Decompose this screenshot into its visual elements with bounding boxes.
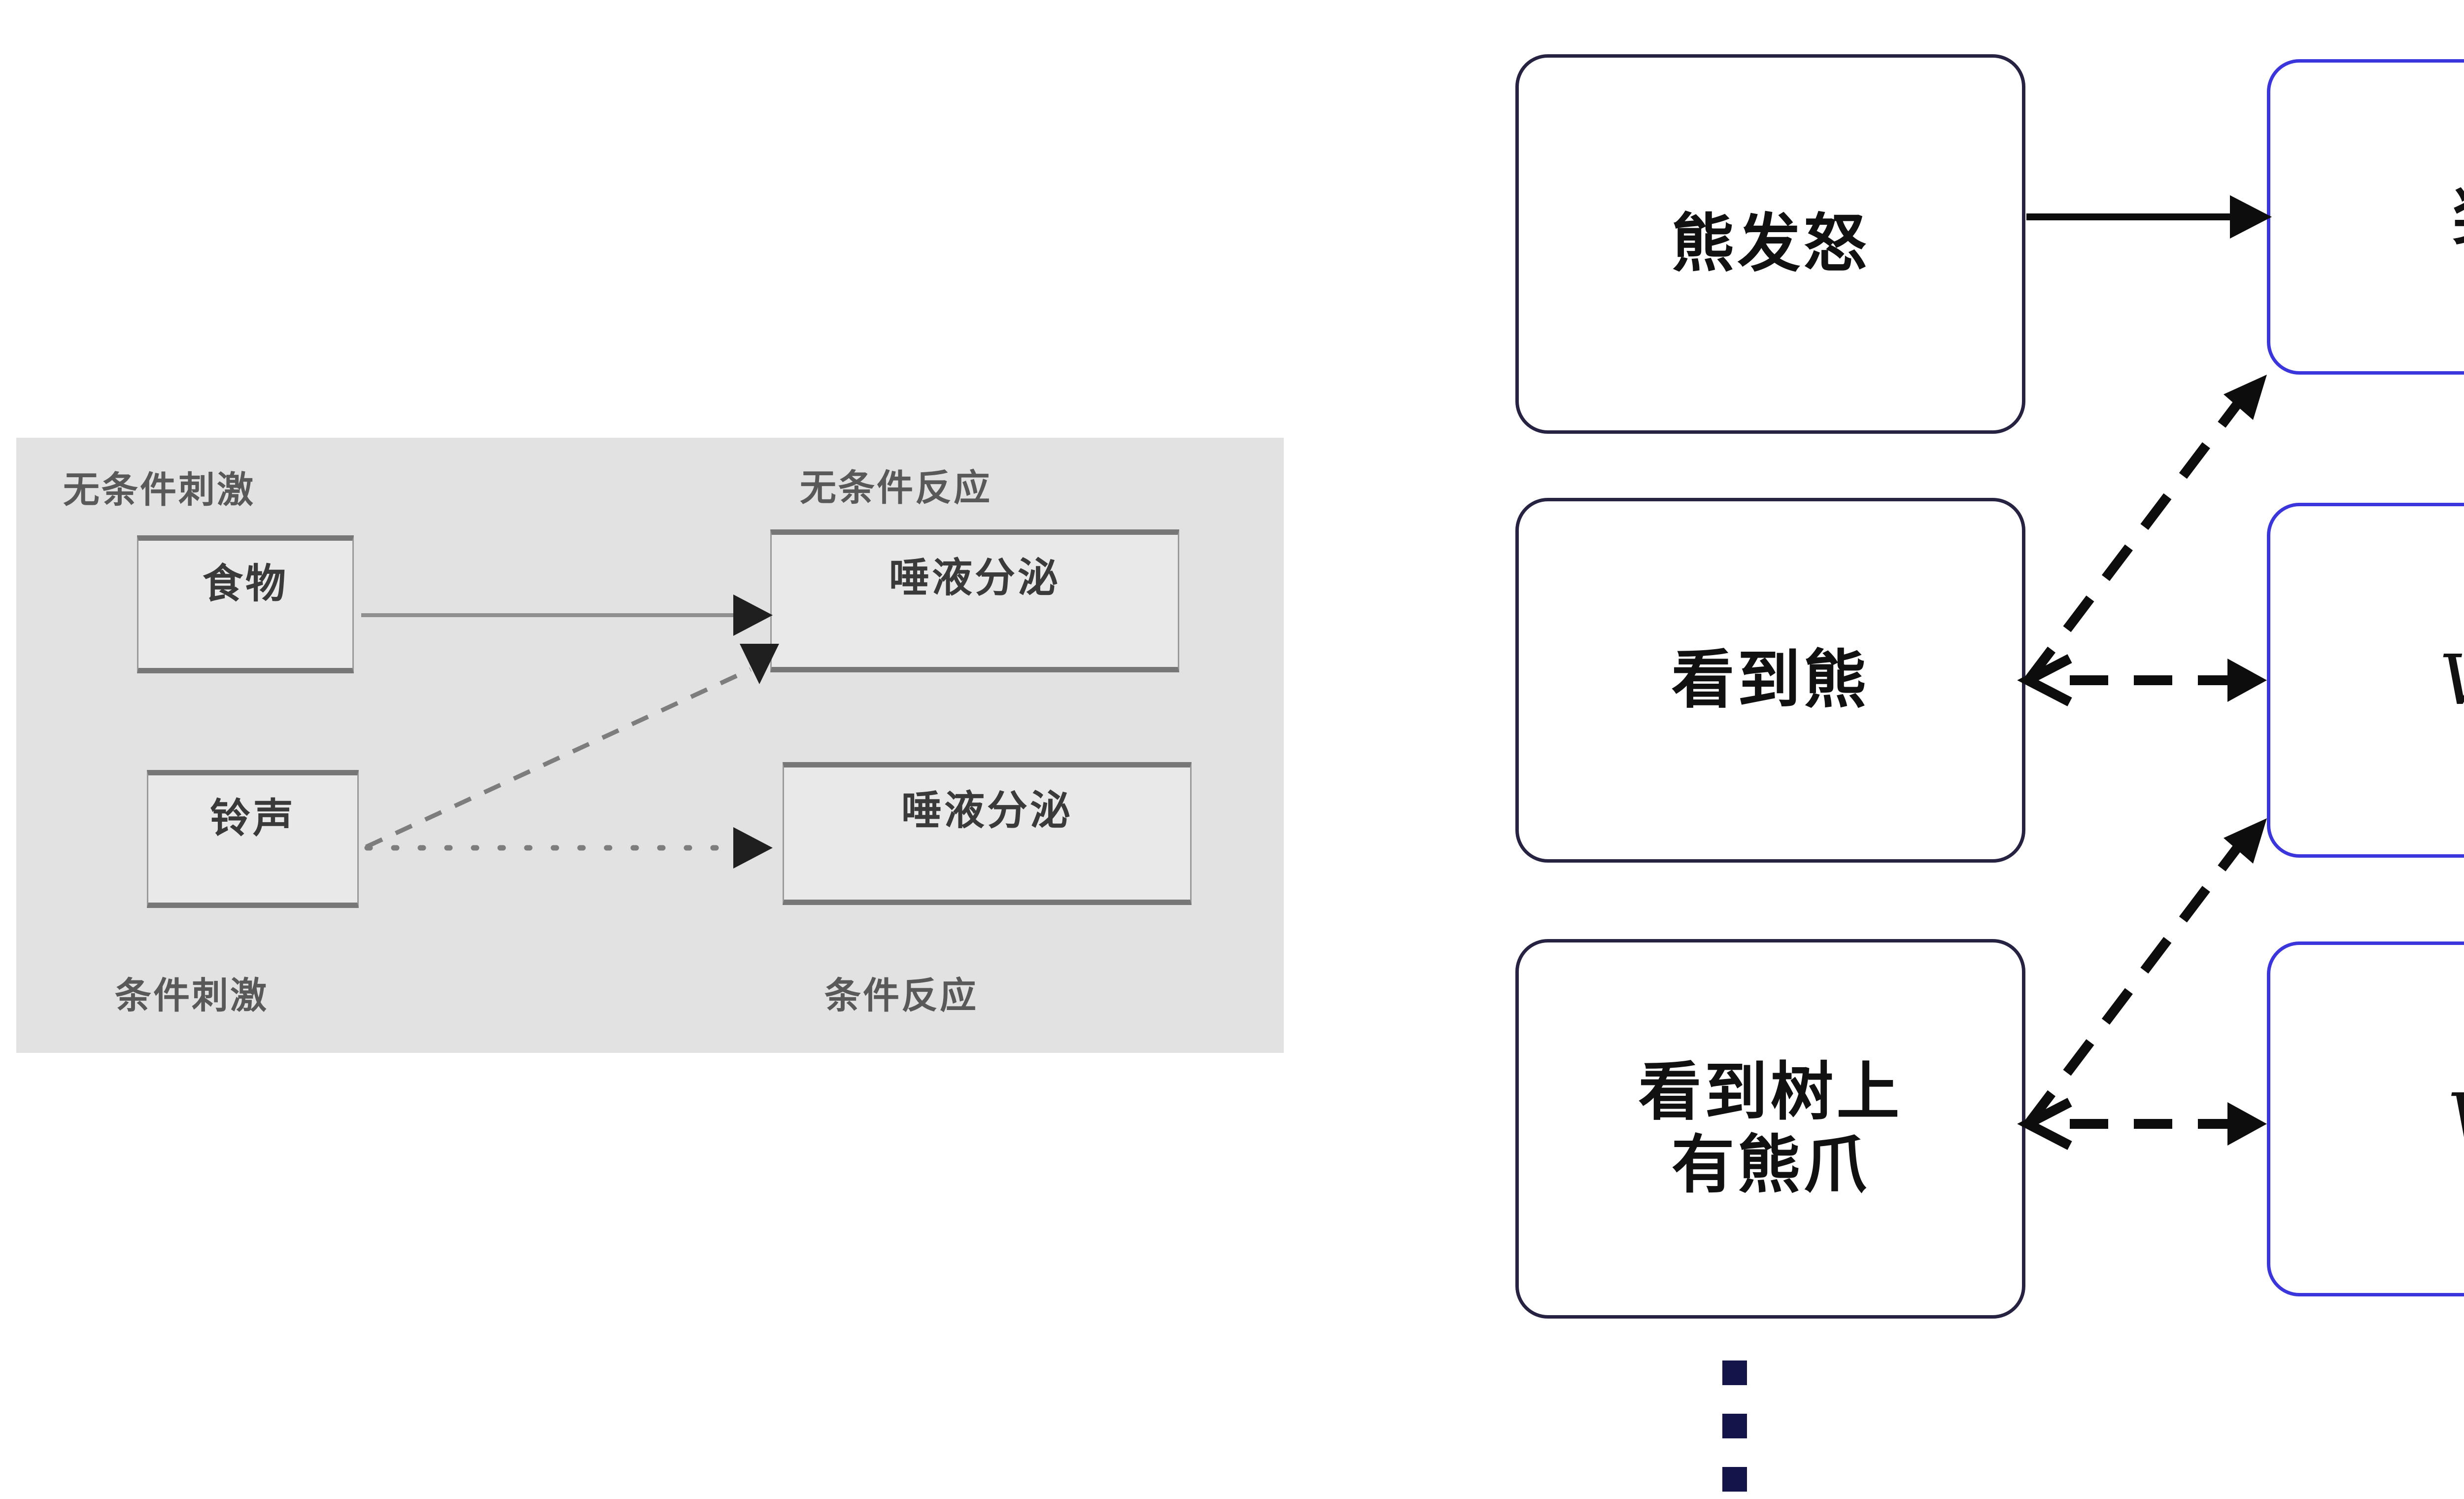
arrow-see-claw-to-value-state	[2017, 1098, 2267, 1150]
arrow-bell-to-salivation-bottom	[364, 827, 773, 869]
ellipsis-left-column	[1722, 1360, 1747, 1492]
ellipsis-dot	[1722, 1467, 1747, 1492]
rl-td-diagram: 熊发怒 看到熊 看到树上 有熊爪 奖励 V(s′) V(s)	[1429, 0, 2464, 1499]
label-unconditioned-response: 无条件反应	[800, 467, 992, 509]
box-food: 食物	[137, 535, 354, 673]
arrow-food-to-salivation	[361, 594, 773, 636]
label-conditioned-stimulus: 条件刺激	[115, 975, 269, 1017]
box-value-next-state[interactable]: V(s′)	[2267, 503, 2464, 858]
box-see-bear[interactable]: 看到熊	[1515, 498, 2025, 863]
arrow-bell-to-salivation-top	[365, 644, 779, 849]
box-value-next-state-label: V(s′)	[2440, 640, 2464, 721]
label-conditioned-response: 条件反应	[824, 975, 978, 1017]
box-food-label: 食物	[202, 560, 288, 607]
rl-diagram-connectors	[2017, 195, 2272, 1150]
box-see-claw-line-2: 有熊爪	[1671, 1128, 1870, 1202]
box-see-claw[interactable]: 看到树上 有熊爪	[1515, 939, 2025, 1319]
box-salivation-bottom-label: 唾液分泌	[901, 787, 1073, 834]
arrow-see-bear-to-reward	[2024, 375, 2267, 684]
arrow-see-bear-to-value-next-state	[2017, 654, 2267, 706]
box-bear-angry[interactable]: 熊发怒	[1515, 54, 2025, 434]
classical-conditioning-arrows	[361, 594, 779, 869]
box-salivation-top-label: 唾液分泌	[889, 555, 1061, 601]
box-bear-angry-label: 熊发怒	[1671, 207, 1870, 280]
box-bell-label: 铃声	[209, 795, 296, 842]
box-salivation-bottom: 唾液分泌	[783, 762, 1192, 905]
classical-conditioning-panel: 无条件刺激 无条件反应 条件刺激 条件反应 食物 铃声 唾液分泌 唾液分泌	[16, 438, 1284, 1053]
box-bell: 铃声	[147, 770, 359, 908]
label-unconditioned-stimulus: 无条件刺激	[63, 469, 255, 511]
box-see-claw-label: 看到树上 有熊爪	[1638, 1055, 1903, 1202]
box-value-state[interactable]: V(s)	[2267, 941, 2464, 1296]
box-value-state-label: V(s)	[2448, 1079, 2464, 1159]
arrow-anger-to-reward	[2026, 195, 2272, 239]
box-salivation-top: 唾液分泌	[770, 529, 1179, 672]
ellipsis-dot	[1722, 1360, 1747, 1385]
box-see-claw-line-1: 看到树上	[1638, 1055, 1903, 1129]
ellipsis-dot	[1722, 1414, 1747, 1438]
arrow-see-claw-to-value-next-state	[2024, 818, 2267, 1127]
box-reward-label: 奖励	[2452, 180, 2464, 253]
box-see-bear-label: 看到熊	[1671, 643, 1870, 717]
